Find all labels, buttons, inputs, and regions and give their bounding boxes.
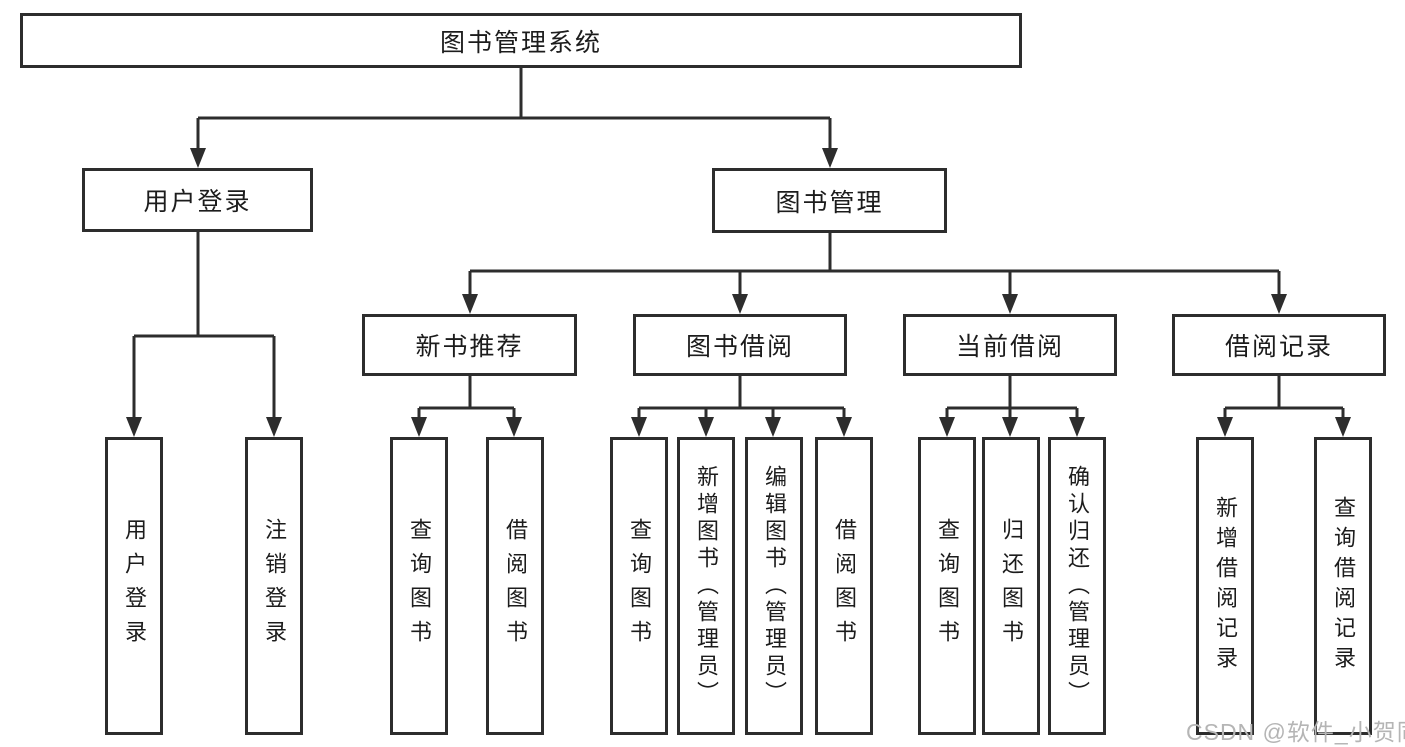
leaf-label: 确认归还（管理员） <box>1065 464 1090 708</box>
leaf-label: 借阅图书 <box>503 518 528 654</box>
arrowhead <box>822 148 838 168</box>
leaf-label: 用户登录 <box>122 518 147 654</box>
leaf-label: 新增图书（管理员） <box>694 464 719 708</box>
leaf-label: 查询借阅记录 <box>1331 496 1356 676</box>
leaf-label: 归还图书 <box>999 518 1024 654</box>
arrowhead <box>126 417 142 437</box>
leaf-label: 新增借阅记录 <box>1213 496 1238 676</box>
arrowhead <box>1069 417 1085 437</box>
leaf-query-books-borrow: 查询图书 <box>610 437 668 735</box>
leaf-confirm-return-admin: 确认归还（管理员） <box>1048 437 1106 735</box>
node-borrow-records: 借阅记录 <box>1172 314 1386 376</box>
arrowhead <box>266 417 282 437</box>
leaf-borrow-books-recommend: 借阅图书 <box>486 437 544 735</box>
leaf-label: 借阅图书 <box>832 518 857 654</box>
csdn-watermark: CSDN @软件_小贺同学 <box>1186 719 1405 745</box>
arrowhead <box>698 417 714 437</box>
leaf-label: 编辑图书（管理员） <box>762 464 787 708</box>
arrowhead <box>1217 417 1233 437</box>
node-root-system: 图书管理系统 <box>20 13 1022 68</box>
arrowhead <box>765 417 781 437</box>
arrowhead <box>1271 294 1287 314</box>
arrowhead <box>631 417 647 437</box>
leaf-query-books-recommend: 查询图书 <box>390 437 448 735</box>
leaf-label: 查询图书 <box>935 518 960 654</box>
leaf-add-books-admin: 新增图书（管理员） <box>677 437 735 735</box>
arrowheads <box>126 148 1351 437</box>
leaf-borrow-books: 借阅图书 <box>815 437 873 735</box>
arrowhead <box>939 417 955 437</box>
leaf-logout: 注销登录 <box>245 437 303 735</box>
leaf-label: 查询图书 <box>627 518 652 654</box>
leaf-query-borrow-record: 查询借阅记录 <box>1314 437 1372 735</box>
leaf-return-books: 归还图书 <box>982 437 1040 735</box>
leaf-edit-books-admin: 编辑图书（管理员） <box>745 437 803 735</box>
arrowhead <box>411 417 427 437</box>
arrowhead <box>1002 294 1018 314</box>
leaf-query-books-current: 查询图书 <box>918 437 976 735</box>
arrowhead <box>836 417 852 437</box>
arrowhead <box>732 294 748 314</box>
node-current-borrow: 当前借阅 <box>903 314 1117 376</box>
node-book-management: 图书管理 <box>712 168 947 233</box>
leaf-label: 注销登录 <box>262 518 287 654</box>
node-new-book-recommend: 新书推荐 <box>362 314 577 376</box>
leaf-label: 查询图书 <box>407 518 432 654</box>
connector-lines <box>132 68 1345 419</box>
arrowhead <box>462 294 478 314</box>
leaf-user-login: 用户登录 <box>105 437 163 735</box>
arrowhead <box>506 417 522 437</box>
leaf-add-borrow-record: 新增借阅记录 <box>1196 437 1254 735</box>
arrowhead <box>190 148 206 168</box>
node-book-borrow: 图书借阅 <box>633 314 847 376</box>
arrowhead <box>1002 417 1018 437</box>
node-user-login: 用户登录 <box>82 168 313 232</box>
arrowhead <box>1335 417 1351 437</box>
